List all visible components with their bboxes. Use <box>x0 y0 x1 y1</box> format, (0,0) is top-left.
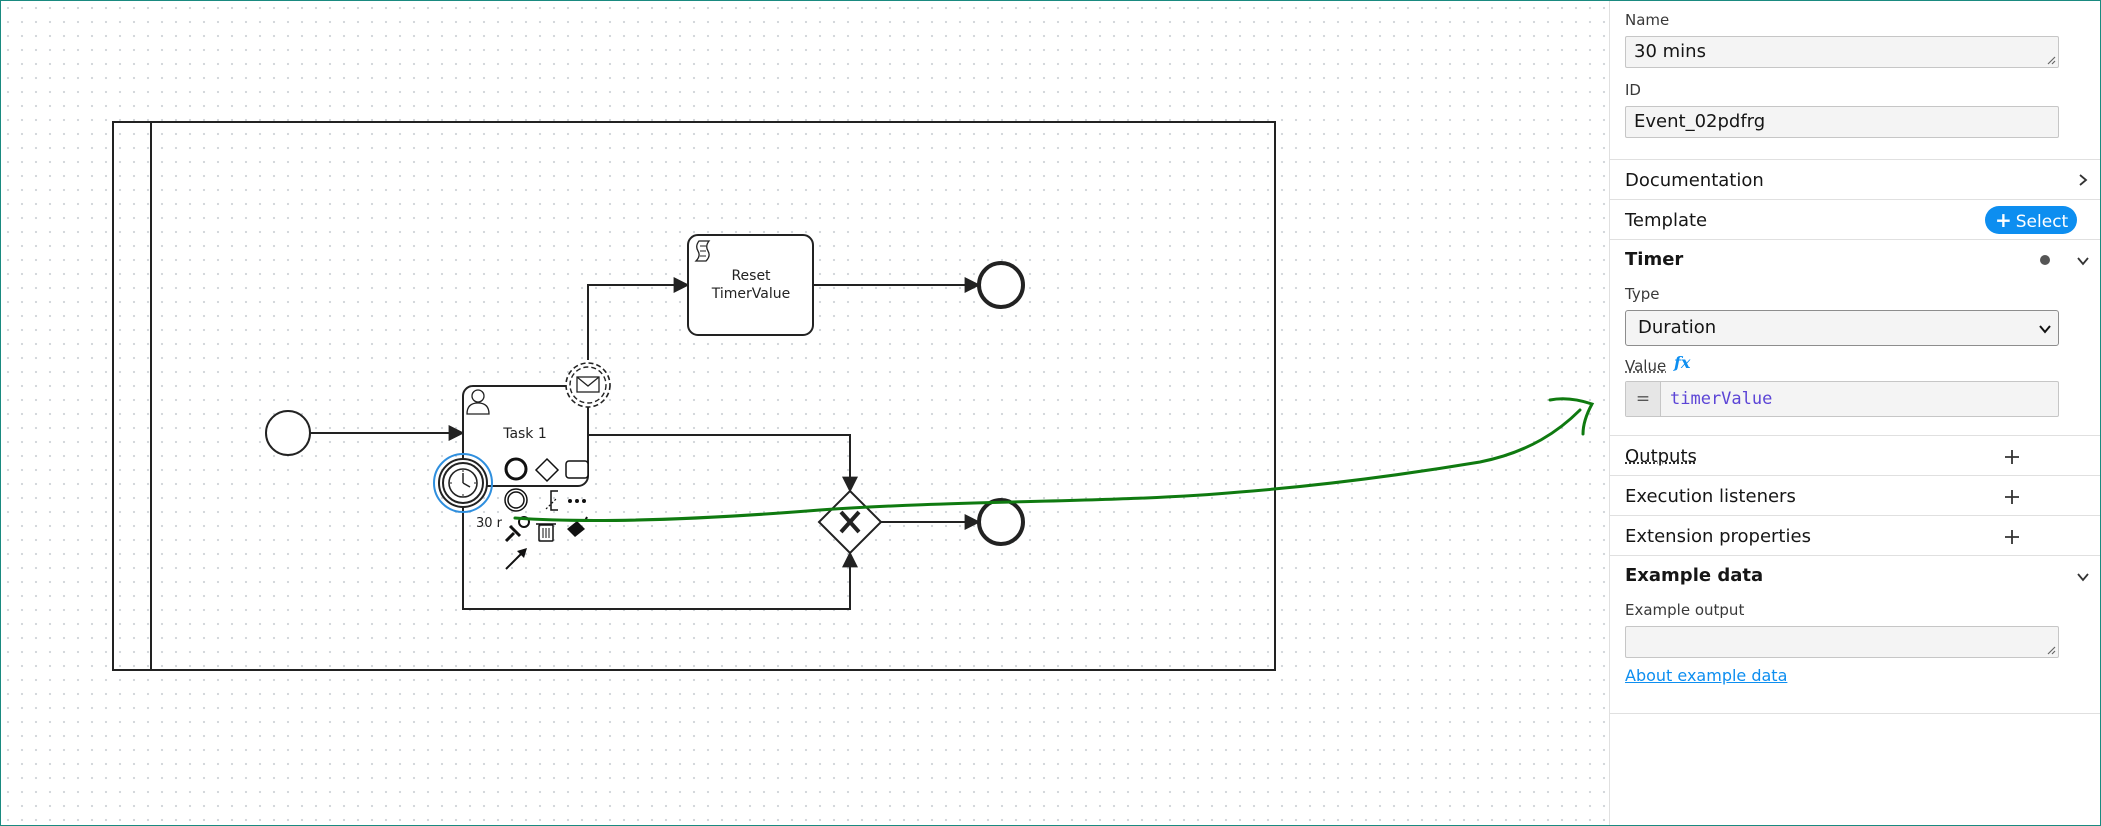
timer-header[interactable]: Timer <box>1625 249 1684 270</box>
extension-properties-header[interactable]: Extension properties <box>1625 526 1811 547</box>
divider <box>1610 239 2101 240</box>
end-event-bottom[interactable] <box>977 498 1025 546</box>
execution-listeners-header[interactable]: Execution listeners <box>1625 486 1796 507</box>
about-example-data-link[interactable]: About example data <box>1625 666 1788 685</box>
select-template-button[interactable]: +Select <box>1985 206 2077 234</box>
selection-outline <box>433 453 493 513</box>
trash-icon[interactable] <box>536 523 556 542</box>
outputs-header[interactable]: Outputs <box>1625 446 1697 467</box>
value-label: Value <box>1625 357 1667 375</box>
context-pad[interactable] <box>504 457 589 570</box>
id-input[interactable]: Event_02pdfrg <box>1625 106 2059 138</box>
sequence-flow-gateway-loop[interactable] <box>462 486 851 610</box>
timer-boundary-event[interactable] <box>438 458 488 508</box>
divider <box>1610 435 2101 436</box>
paint-bucket-icon[interactable] <box>567 516 588 537</box>
plus-icon: + <box>1995 208 2012 232</box>
add-extension-property-plus-icon[interactable] <box>2003 528 2021 546</box>
diagram-svg: Task 1 Reset TimerValue <box>112 121 1276 671</box>
feel-prefix: = <box>1626 382 1661 416</box>
name-input-value: 30 mins <box>1634 41 1706 62</box>
chevron-down-icon <box>2039 325 2051 334</box>
chevron-right-icon[interactable] <box>2076 173 2090 187</box>
append-task-icon[interactable] <box>565 460 589 479</box>
add-output-plus-icon[interactable] <box>2003 448 2021 466</box>
connect-arrow-icon[interactable] <box>505 548 527 570</box>
end-event-top[interactable] <box>977 261 1025 309</box>
exclusive-gateway[interactable] <box>817 489 883 555</box>
resize-grip-icon[interactable] <box>2046 645 2056 655</box>
add-execution-listener-plus-icon[interactable] <box>2003 488 2021 506</box>
id-label: ID <box>1625 81 1641 99</box>
properties-panel: Name 30 mins ID Event_02pdfrg Documentat… <box>1609 1 2101 825</box>
resize-grip-icon[interactable] <box>2046 55 2056 65</box>
wrench-icon[interactable] <box>504 516 530 543</box>
start-event[interactable] <box>265 410 311 456</box>
timer-type-value: Duration <box>1638 317 1717 338</box>
message-icon <box>576 376 600 393</box>
timer-event-label: 30 r <box>476 516 503 531</box>
divider <box>1610 159 2101 160</box>
divider <box>1610 713 2101 714</box>
chevron-down-icon[interactable] <box>2076 254 2090 268</box>
timer-value-expression: timerValue <box>1670 389 1773 409</box>
message-boundary-inner <box>569 366 607 404</box>
divider <box>1610 515 2101 516</box>
timer-data-indicator <box>2040 255 2050 265</box>
example-data-header[interactable]: Example data <box>1625 565 1764 586</box>
template-header: Template <box>1625 210 1708 231</box>
chevron-down-icon[interactable] <box>2076 570 2090 584</box>
divider <box>1610 199 2101 200</box>
task-1-label: Task 1 <box>502 426 547 442</box>
divider <box>1610 555 2101 556</box>
sequence-flow-task1-to-gateway[interactable] <box>588 434 858 493</box>
user-task-icon <box>466 389 490 415</box>
reset-task-label-line2: TimerValue <box>711 286 790 302</box>
documentation-header[interactable]: Documentation <box>1625 170 1764 191</box>
divider <box>1610 475 2101 476</box>
timer-icon <box>448 468 478 498</box>
append-end-event-icon[interactable] <box>504 457 528 481</box>
text-annotation-icon[interactable] <box>545 490 558 511</box>
name-label: Name <box>1625 11 1670 29</box>
id-input-value: Event_02pdfrg <box>1634 111 1766 132</box>
type-label: Type <box>1625 285 1660 303</box>
timer-type-select[interactable]: Duration <box>1625 310 2059 346</box>
feel-fx-icon[interactable]: fx <box>1674 353 1691 372</box>
example-output-label: Example output <box>1625 601 1745 619</box>
more-options-icon[interactable] <box>568 499 586 503</box>
sequence-flow-message-to-reset[interactable] <box>587 277 690 360</box>
reset-task-label-line1: Reset <box>731 268 771 284</box>
script-task-icon <box>694 240 711 262</box>
pool-participant[interactable] <box>112 121 1276 671</box>
timer-value-feel-input[interactable]: = timerValue <box>1625 381 2059 417</box>
example-output-input[interactable] <box>1625 626 2059 658</box>
bpmn-canvas[interactable]: Task 1 Reset TimerValue <box>1 1 1609 825</box>
select-button-label: Select <box>2015 212 2069 232</box>
reset-timervalue-task[interactable] <box>687 234 814 336</box>
append-intermediate-event-icon[interactable] <box>504 488 528 512</box>
name-input[interactable]: 30 mins <box>1625 36 2059 68</box>
